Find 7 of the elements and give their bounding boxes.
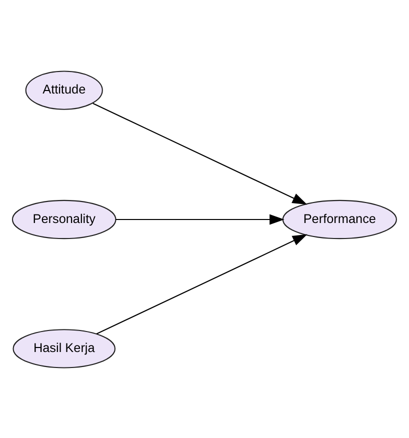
arrow	[116, 214, 284, 224]
node-ellipse: Hasil Kerja	[12, 328, 116, 368]
node-ellipse: Performance	[282, 199, 397, 239]
arrow	[92, 102, 308, 204]
node-ellipse: Attitude	[25, 70, 103, 110]
arrow	[96, 234, 308, 334]
node-ellipse: Personality	[12, 199, 116, 239]
